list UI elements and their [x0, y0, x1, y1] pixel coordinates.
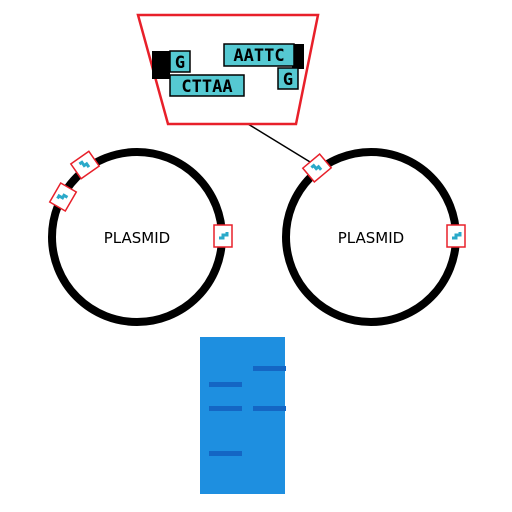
- zoom-panel: G CTTAA AATTC G: [136, 13, 320, 126]
- dna-seq-top-right: AATTC: [233, 46, 284, 66]
- zoom-connector-line: [247, 123, 316, 166]
- sticky-end-left-black: [152, 51, 170, 79]
- restriction-site-marker: [69, 150, 101, 180]
- dna-box-bottom-right: G: [277, 67, 299, 90]
- restriction-site-marker: [213, 224, 233, 248]
- dna-seq-bottom-left: CTTAA: [181, 77, 232, 97]
- dna-seq-bottom-right: G: [283, 70, 293, 90]
- restriction-site-marker: [48, 181, 78, 213]
- restriction-site-marker: [446, 224, 466, 248]
- plasmid-left: PLASMID: [48, 148, 233, 326]
- dna-seq-top-left: G: [175, 53, 185, 73]
- plasmid-right: PLASMID: [282, 148, 466, 326]
- dna-box-top-right: AATTC: [223, 43, 295, 67]
- sticky-end-right-black: [292, 44, 304, 69]
- dna-box-top-left: G: [169, 50, 191, 73]
- plasmid-right-label: PLASMID: [338, 229, 404, 247]
- plasmid-left-label: PLASMID: [104, 229, 170, 247]
- gel-band-lane1: [209, 451, 242, 456]
- dna-box-bottom-left: CTTAA: [169, 74, 245, 97]
- gel: [200, 337, 286, 494]
- gel-slab: [200, 337, 285, 494]
- gel-band-lane1: [209, 406, 242, 411]
- gel-band-lane1: [209, 382, 242, 387]
- gel-band-lane2: [253, 406, 286, 411]
- gel-band-lane2: [253, 366, 286, 371]
- restriction-site-marker: [301, 152, 333, 184]
